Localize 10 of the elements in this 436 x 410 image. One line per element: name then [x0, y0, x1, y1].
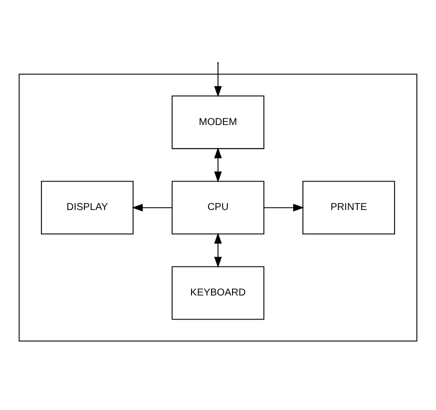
node-box: MODEM: [172, 95, 264, 149]
arrow: [132, 203, 172, 211]
arrow: [264, 203, 304, 211]
node-box: DISPLAY: [40, 180, 134, 234]
node-box: PRINTE: [302, 180, 396, 234]
arrow: [214, 232, 222, 268]
node-box: CPU: [172, 180, 264, 234]
arrow: [214, 146, 222, 182]
node-box: KEYBOARD: [172, 266, 264, 320]
cluster: [18, 73, 418, 342]
